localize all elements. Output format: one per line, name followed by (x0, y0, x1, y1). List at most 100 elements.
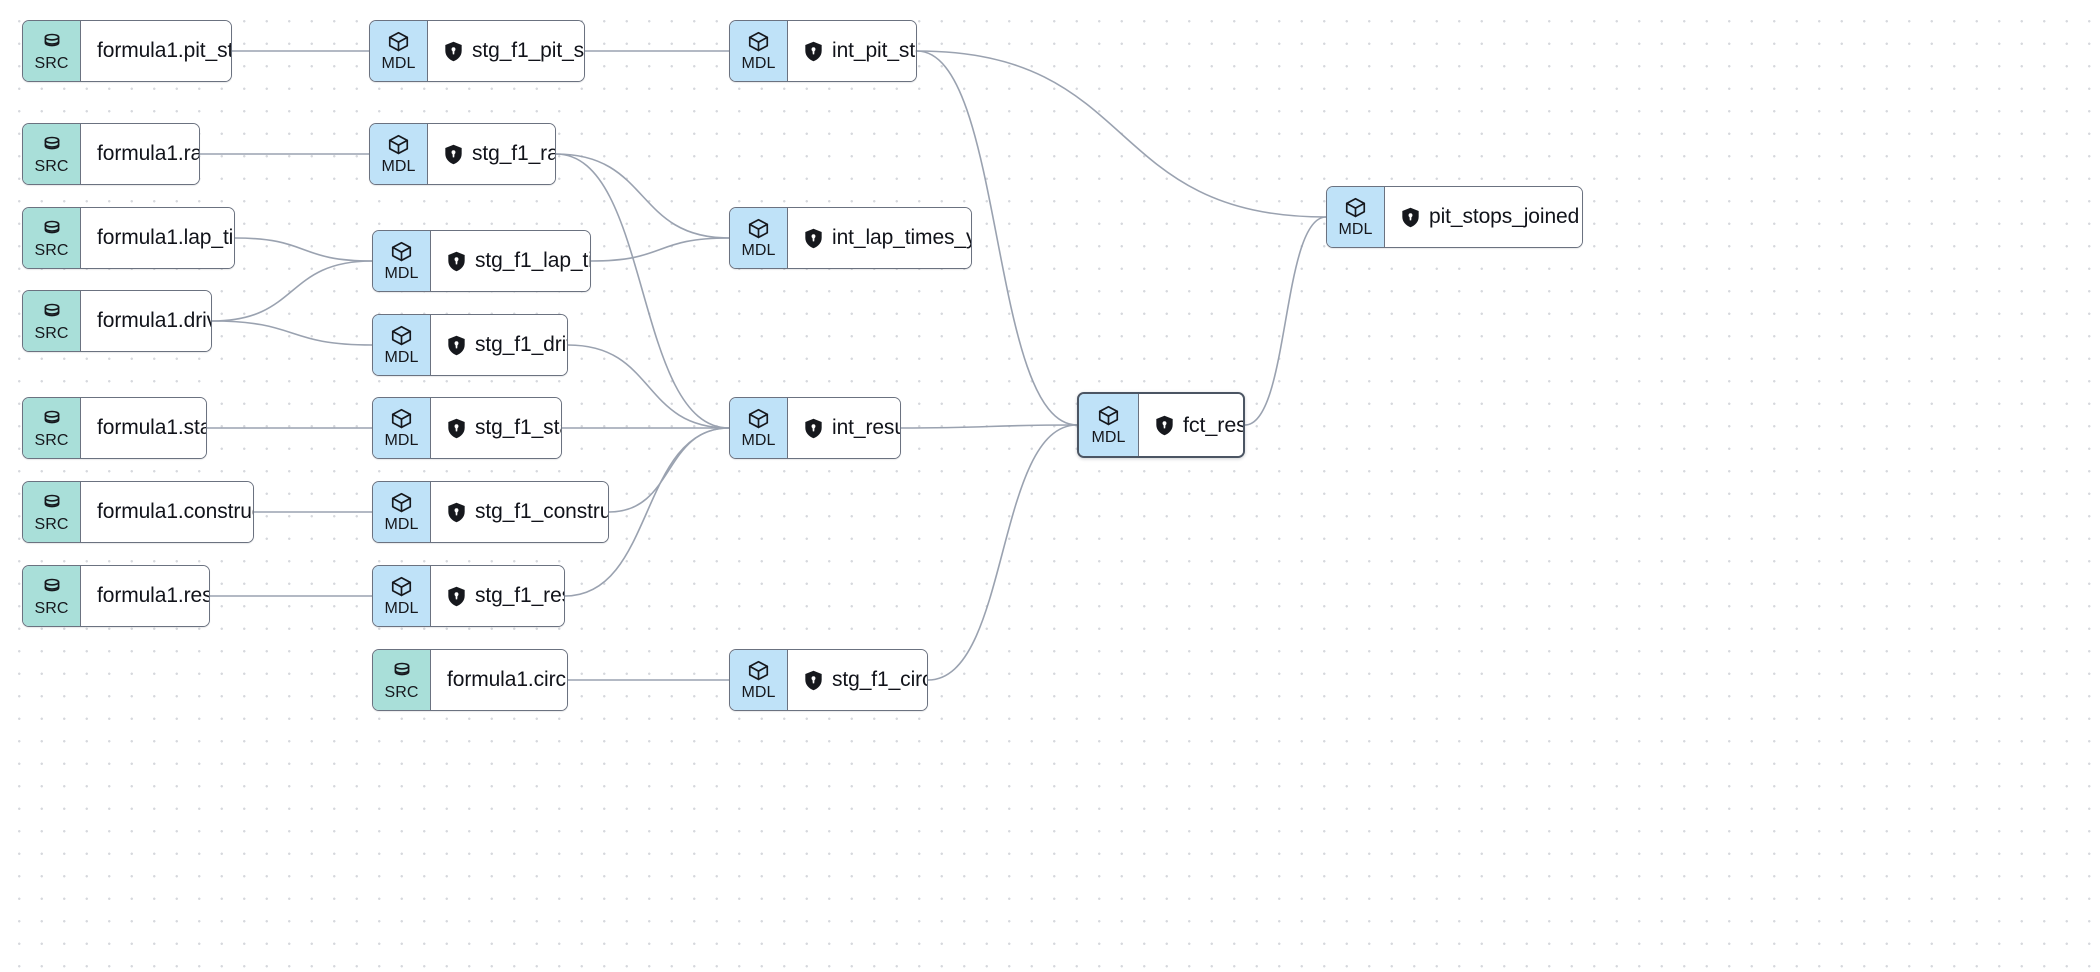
node-body: formula1.drivers (81, 291, 211, 351)
node-body: formula1.results (81, 566, 210, 626)
node-label: int_pit_stops (832, 39, 916, 62)
graph-node-src_status[interactable]: SRC formula1.status (22, 397, 207, 459)
graph-node-src_lap_times[interactable]: SRC formula1.lap_times (22, 207, 235, 269)
shield-lock-icon (804, 670, 823, 691)
node-label: formula1.results (97, 584, 210, 607)
graph-node-int_lap_times_years[interactable]: MDL int_lap_times_years (729, 207, 972, 269)
badge-label: MDL (741, 242, 776, 259)
graph-node-fct_results[interactable]: MDL fct_results (1077, 392, 1245, 458)
node-label: formula1.status (97, 416, 206, 439)
model-badge: MDL (730, 398, 788, 458)
badge-label: SRC (34, 241, 69, 259)
graph-node-src_drivers[interactable]: SRC formula1.drivers (22, 290, 212, 352)
node-body: formula1.pit_stops (81, 21, 232, 81)
database-icon (40, 31, 64, 55)
badge-label: MDL (384, 349, 419, 366)
model-badge: MDL (730, 21, 788, 81)
model-badge: MDL (370, 124, 428, 184)
cube-icon (746, 217, 771, 242)
graph-node-src_results[interactable]: SRC formula1.results (22, 565, 210, 627)
graph-node-stg_drivers[interactable]: MDL stg_f1_drivers (372, 314, 568, 376)
badge-label: SRC (34, 324, 69, 342)
node-label: stg_f1_drivers (475, 333, 567, 356)
node-body: int_pit_stops (788, 21, 916, 81)
badge-label: MDL (384, 600, 419, 617)
graph-node-stg_constructors[interactable]: MDL stg_f1_constructors (372, 481, 609, 543)
shield-lock-icon (444, 41, 463, 62)
node-body: formula1.status (81, 398, 206, 458)
model-badge: MDL (370, 21, 428, 81)
cube-icon (389, 324, 414, 349)
badge-label: SRC (34, 54, 69, 72)
node-label: int_results (832, 416, 900, 439)
model-badge: MDL (730, 208, 788, 268)
shield-lock-icon (804, 228, 823, 249)
badge-label: MDL (381, 55, 416, 72)
model-badge: MDL (373, 231, 431, 291)
graph-node-stg_races[interactable]: MDL stg_f1_races (369, 123, 556, 185)
badge-label: SRC (34, 157, 69, 175)
node-body: formula1.races (81, 124, 199, 184)
model-badge: MDL (373, 482, 431, 542)
node-body: stg_f1_lap_times (431, 231, 590, 291)
node-body: stg_f1_constructors (431, 482, 609, 542)
shield-lock-icon (447, 586, 466, 607)
source-badge: SRC (23, 208, 81, 268)
badge-label: MDL (384, 432, 419, 449)
cube-icon (746, 659, 771, 684)
node-label: stg_f1_races (472, 142, 556, 165)
node-label: formula1.drivers (97, 309, 211, 332)
badge-label: MDL (741, 432, 776, 449)
graph-node-stg_status[interactable]: MDL stg_f1_status (372, 397, 562, 459)
source-badge: SRC (23, 566, 81, 626)
graph-node-stg_lap_times[interactable]: MDL stg_f1_lap_times (372, 230, 591, 292)
node-label: formula1.races (97, 142, 199, 165)
cube-icon (746, 30, 771, 55)
shield-lock-icon (804, 418, 823, 439)
graph-node-int_pit_stops[interactable]: MDL int_pit_stops (729, 20, 917, 82)
shield-lock-icon (447, 335, 466, 356)
source-badge: SRC (373, 650, 431, 710)
source-badge: SRC (23, 398, 81, 458)
graph-node-int_results[interactable]: MDL int_results (729, 397, 901, 459)
node-label: stg_f1_constructors (475, 500, 609, 523)
cube-icon (746, 407, 771, 432)
badge-label: MDL (741, 684, 776, 701)
shield-lock-icon (804, 41, 823, 62)
database-icon (40, 134, 64, 158)
badge-label: MDL (1338, 221, 1373, 238)
cube-icon (386, 133, 411, 158)
node-body: int_lap_times_years (788, 208, 971, 268)
cube-icon (386, 30, 411, 55)
cube-icon (389, 240, 414, 265)
graph-node-src_pit_stops[interactable]: SRC formula1.pit_stops (22, 20, 232, 82)
node-label: formula1.lap_times (97, 226, 234, 249)
model-badge: MDL (373, 398, 431, 458)
badge-label: MDL (384, 516, 419, 533)
source-badge: SRC (23, 124, 81, 184)
source-badge: SRC (23, 482, 81, 542)
cube-icon (1343, 196, 1368, 221)
database-icon (40, 576, 64, 600)
badge-label: MDL (1091, 429, 1126, 446)
database-icon (40, 301, 64, 325)
graph-node-src_races[interactable]: SRC formula1.races (22, 123, 200, 185)
node-label: formula1.pit_stops (97, 39, 232, 62)
node-body: stg_f1_status (431, 398, 561, 458)
node-label: fct_results (1183, 413, 1243, 437)
source-badge: SRC (23, 21, 81, 81)
badge-label: SRC (34, 599, 69, 617)
node-body: fct_results (1139, 394, 1243, 456)
cube-icon (389, 407, 414, 432)
shield-lock-icon (447, 251, 466, 272)
node-label: stg_f1_lap_times (475, 249, 590, 272)
node-body: int_results (788, 398, 900, 458)
